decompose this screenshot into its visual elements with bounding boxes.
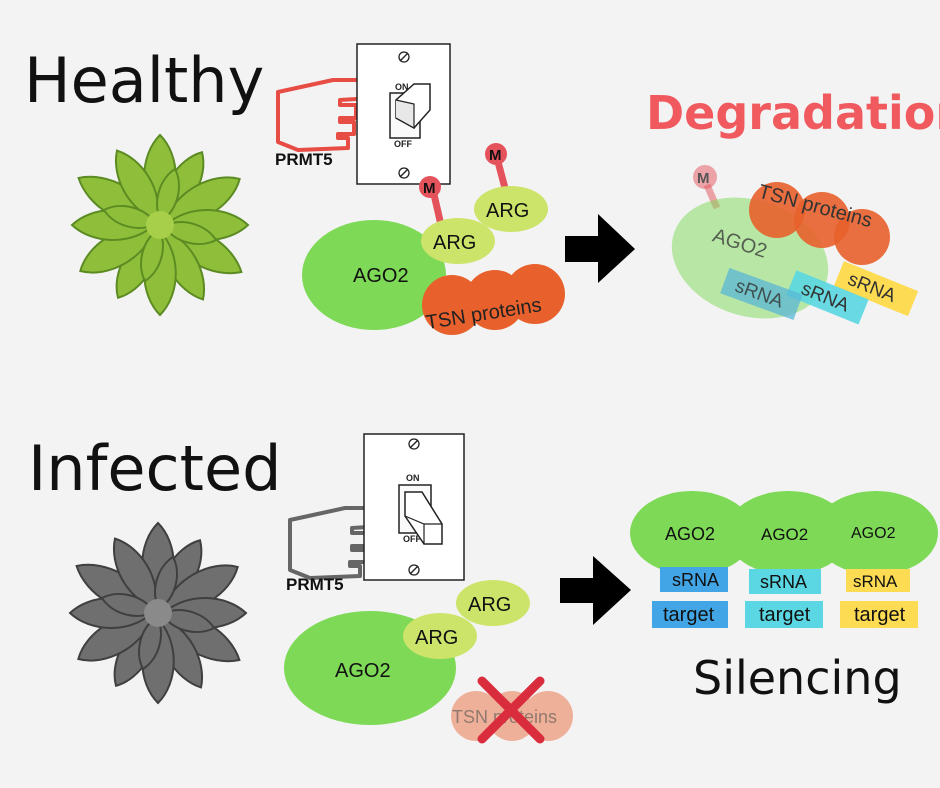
- screw-icon: [398, 167, 410, 179]
- healthy-plant-image: [69, 134, 251, 316]
- srna-strand: [720, 267, 803, 320]
- target-label: target: [759, 604, 811, 626]
- srna-strand: [749, 569, 821, 594]
- switch-off-label: OFF: [394, 139, 412, 149]
- ago2-label: AGO2: [761, 525, 808, 544]
- srna-strand: [833, 261, 919, 317]
- target-label: target: [854, 604, 906, 626]
- healthy-title: Healthy: [24, 44, 265, 117]
- ago2-protein: [814, 491, 938, 575]
- ago2-label: AGO2: [851, 525, 896, 542]
- right-arrow-icon: [565, 214, 635, 283]
- arg-label: ARG: [486, 200, 529, 222]
- silencing-title: Silencing: [693, 651, 902, 705]
- target-strand: [652, 601, 728, 628]
- switch-on-label: ON: [406, 473, 420, 483]
- srna-strand: [660, 567, 728, 592]
- srna-strand: [846, 569, 910, 592]
- tsn-protein: [505, 264, 565, 324]
- healthy-light-switch[interactable]: ON OFF: [356, 43, 451, 185]
- screw-icon: [408, 564, 420, 576]
- infected-plant-image: [67, 522, 249, 704]
- tsn-protein: [834, 209, 890, 265]
- infected-light-switch[interactable]: ON OFF: [363, 433, 465, 581]
- ago2-label: AGO2: [335, 660, 391, 682]
- tsn-protein: [749, 182, 805, 238]
- degradation-title: Degradation: [646, 86, 940, 140]
- ago2-label: AGO2: [353, 265, 409, 287]
- target-strand: [840, 601, 918, 628]
- srna-label: sRNA: [853, 572, 898, 591]
- screw-icon: [408, 438, 420, 450]
- srna-strand: [786, 270, 869, 325]
- ago2-protein: [302, 220, 446, 330]
- arg-residue: [403, 613, 477, 659]
- infected-complex: AGO2 ARG ARG TSN proteins: [284, 580, 573, 744]
- arg-label: ARG: [433, 232, 476, 254]
- switch-off-label: OFF: [403, 534, 421, 544]
- arg-residue: [421, 218, 495, 264]
- degradation-complex: AGO2 M TSN proteins sRNA sRNA sRNA: [671, 165, 919, 325]
- screw-icon: [398, 51, 410, 63]
- methyl-group: [693, 165, 717, 189]
- methyl-label: M: [423, 180, 436, 197]
- healthy-complex: AGO2 ARG ARG M M TSN proteins: [302, 143, 565, 335]
- silencing-complexes: AGO2 AGO2 AGO2 sRNA target sRNA target s…: [630, 491, 938, 628]
- switch-on-label: ON: [395, 82, 409, 92]
- srna-label: sRNA: [760, 572, 807, 592]
- infected-enzyme-label: PRMT5: [286, 575, 344, 594]
- ago2-protein: [726, 491, 850, 575]
- target-label: target: [663, 604, 715, 626]
- srna-label: sRNA: [672, 570, 719, 590]
- methyl-group: [485, 143, 507, 165]
- ago2-protein: [630, 491, 754, 575]
- ago2-label: AGO2: [665, 524, 715, 544]
- methyl-label: M: [697, 170, 710, 187]
- arg-label: ARG: [468, 594, 511, 616]
- infected-title: Infected: [28, 432, 282, 505]
- healthy-enzyme-label: PRMT5: [275, 150, 333, 169]
- methyl-label: M: [489, 147, 502, 164]
- arg-residue: [474, 186, 548, 232]
- cross-icon: [477, 676, 545, 744]
- right-arrow-icon: [560, 556, 631, 625]
- methyl-group: [419, 176, 441, 198]
- arg-label: ARG: [415, 627, 458, 649]
- target-strand: [745, 601, 823, 628]
- arg-residue: [456, 580, 530, 626]
